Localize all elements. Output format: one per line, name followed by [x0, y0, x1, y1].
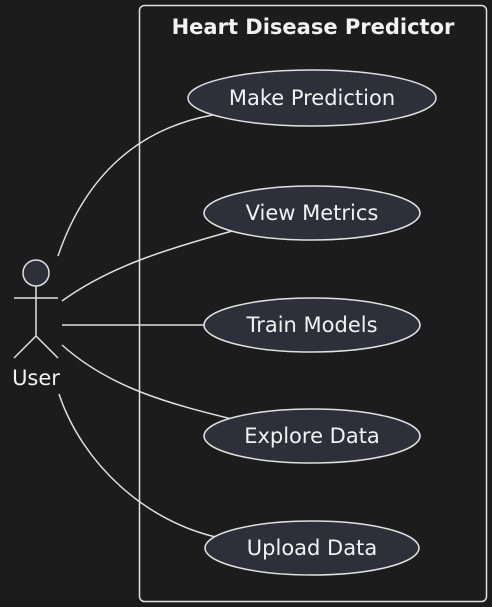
- association-view-metrics: [61, 229, 237, 302]
- use-case-label: Train Models: [245, 313, 377, 337]
- system-boundary: [138, 4, 488, 603]
- actor-right-leg: [35, 335, 59, 359]
- use-case-ellipse: [203, 408, 421, 464]
- use-case-train-models: Train Models: [203, 297, 421, 353]
- association-upload-data: [58, 393, 221, 539]
- actor-user: User: [12, 259, 60, 390]
- use-case-label: Make Prediction: [229, 86, 395, 110]
- use-case-make-prediction: Make Prediction: [187, 69, 437, 127]
- system-title: Heart Disease Predictor: [172, 15, 455, 39]
- use-case-ellipse: [204, 520, 420, 576]
- association-make-prediction: [57, 114, 214, 257]
- actor-label: User: [12, 366, 60, 390]
- association-explore-data: [61, 344, 237, 421]
- use-case-view-metrics: View Metrics: [203, 185, 421, 241]
- use-case-ellipse: [187, 69, 437, 127]
- actor-head: [22, 259, 50, 287]
- use-case-label: View Metrics: [246, 201, 379, 225]
- use-case-label: Upload Data: [247, 536, 377, 560]
- use-case-label: Explore Data: [244, 424, 380, 448]
- actor-left-leg: [13, 335, 37, 359]
- use-case-ellipse: [203, 297, 421, 353]
- use-case-ellipse: [203, 185, 421, 241]
- use-case-upload-data: Upload Data: [204, 520, 420, 576]
- use-case-explore-data: Explore Data: [203, 408, 421, 464]
